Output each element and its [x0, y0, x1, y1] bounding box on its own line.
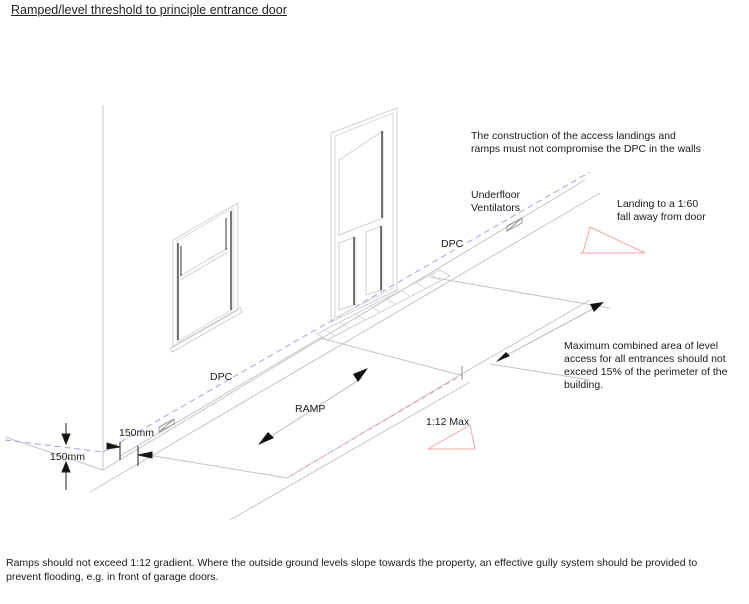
- gradient-label: 1:12 Max: [426, 416, 470, 428]
- underfloor-ventilators-label: Underfloor Ventilators: [471, 189, 521, 214]
- dimension-vertical-150mm: 150mm: [50, 451, 86, 463]
- landing-fall-note: Landing to a 1:60 fall away from door: [617, 198, 706, 223]
- max-area-note: Maximum combined area of level access fo…: [564, 340, 728, 391]
- dpc-construction-note: The construction of the access landings …: [471, 130, 701, 155]
- dimension-horizontal-150mm: 150mm: [119, 427, 155, 439]
- footer-note: Ramps should not exceed 1:12 gradient. W…: [6, 557, 698, 583]
- diagram-title: Ramped/level threshold to principle entr…: [11, 3, 287, 17]
- dpc-label-lower: DPC: [210, 371, 233, 383]
- dpc-label-upper: DPC: [441, 238, 464, 250]
- ramp-label: RAMP: [295, 403, 326, 415]
